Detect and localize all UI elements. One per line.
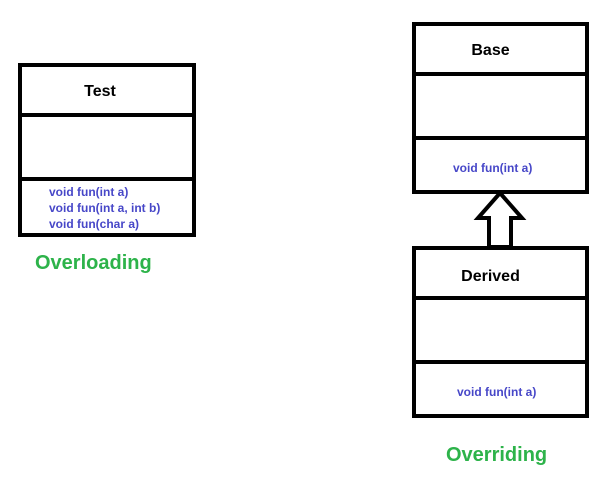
- class-name-section: Test: [22, 67, 192, 113]
- attributes-section: [416, 296, 585, 360]
- hollow-up-arrow-icon: [473, 190, 527, 249]
- method-item: void fun(int a, int b): [49, 201, 161, 215]
- methods-section: void fun(int a) void fun(int a, int b) v…: [22, 177, 192, 233]
- methods-section: void fun(int a): [416, 360, 585, 414]
- method-list: void fun(int a): [457, 384, 536, 400]
- class-name: Base: [471, 42, 510, 59]
- overriding-caption: Overriding: [446, 444, 548, 466]
- inheritance-arrow-shape: [473, 190, 527, 249]
- class-name: Test: [84, 83, 116, 100]
- derived-class-box: Derived void fun(int a): [412, 246, 589, 418]
- attributes-section: [22, 113, 192, 177]
- method-item: void fun(char a): [49, 217, 140, 231]
- class-name: Derived: [461, 268, 520, 285]
- method-item: void fun(int a): [49, 185, 129, 199]
- attributes-section: [416, 72, 585, 136]
- method-item: void fun(int a): [453, 161, 533, 175]
- method-item: void fun(int a): [457, 385, 537, 399]
- method-list: void fun(int a): [453, 160, 532, 176]
- overloading-caption: Overloading: [35, 252, 152, 274]
- base-class-box: Base void fun(int a): [412, 22, 589, 194]
- method-list: void fun(int a) void fun(int a, int b) v…: [49, 184, 160, 232]
- methods-section: void fun(int a): [416, 136, 585, 190]
- test-class-box: Test void fun(int a) void fun(int a, int…: [18, 63, 196, 237]
- class-name-section: Base: [416, 26, 585, 72]
- class-name-section: Derived: [416, 250, 585, 296]
